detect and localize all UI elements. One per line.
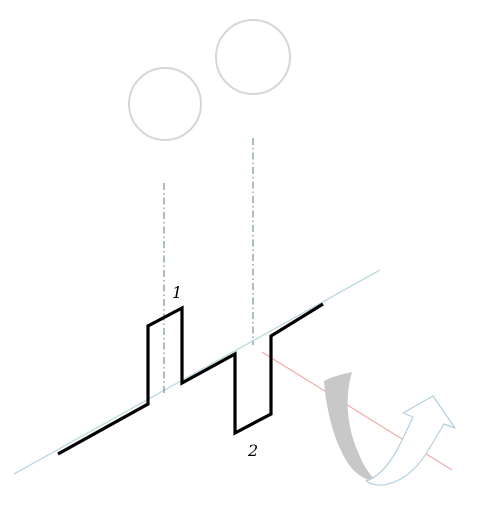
crankshaft bbox=[57, 302, 324, 456]
rotation-circle-1 bbox=[128, 67, 202, 141]
shaft-axis-line bbox=[13, 269, 381, 475]
rotation-arrow-head bbox=[365, 395, 456, 486]
rotation-arrow-band bbox=[324, 372, 378, 482]
rotation-circle-2 bbox=[215, 19, 291, 95]
throw-label-2: 2 bbox=[247, 441, 258, 460]
throw-label-1: 1 bbox=[172, 283, 182, 302]
